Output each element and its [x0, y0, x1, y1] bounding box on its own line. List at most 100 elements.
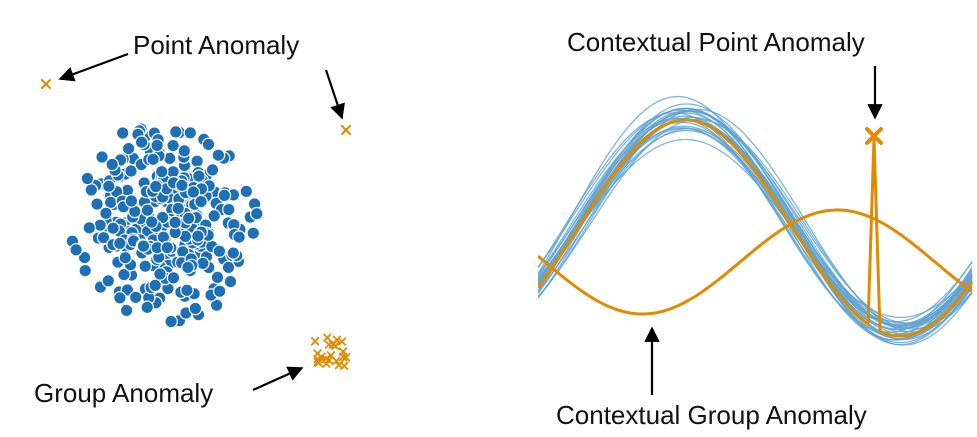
normal-point [183, 126, 198, 140]
normal-series-line [538, 112, 973, 344]
group-anomaly-x-icon [313, 357, 322, 367]
normal-point [169, 125, 183, 139]
normal-point [77, 250, 92, 265]
normal-point [82, 221, 97, 235]
normal-point [101, 273, 116, 288]
normal-point [121, 141, 136, 156]
normal-point [80, 171, 95, 186]
contextual-point-anomaly-label: Contextual Point Anomaly [567, 27, 865, 57]
point-anomaly-marker-left [41, 79, 51, 89]
normal-point [191, 229, 205, 243]
normal-point [166, 271, 181, 285]
normal-point [118, 250, 133, 265]
normal-point [212, 284, 227, 298]
group-anomaly-x-icon [324, 340, 334, 349]
contextual-point-anomaly-marker [865, 127, 883, 145]
normal-point [171, 201, 185, 216]
normal-point-cluster [65, 122, 264, 329]
normal-point [221, 260, 236, 275]
normal-point [146, 152, 160, 167]
normal-point [78, 263, 92, 278]
contextual-group-anomaly-label: Contextual Group Anomaly [556, 400, 867, 430]
normal-series-line [538, 110, 973, 329]
normal-series-line [538, 118, 973, 330]
point-anomaly-arrow-left [58, 52, 129, 82]
group-anomaly-label: Group Anomaly [34, 378, 213, 408]
right-panel: Contextual Point Anomaly Contextual Grou… [538, 27, 973, 430]
normal-point [177, 144, 192, 158]
normal-point [212, 244, 227, 258]
normal-point [128, 290, 143, 305]
normal-series-line [538, 103, 973, 340]
normal-point [84, 183, 99, 197]
normal-point [102, 179, 116, 193]
normal-point [69, 243, 83, 257]
point-anomaly-marker-right [341, 125, 351, 135]
normal-series-line [538, 109, 973, 323]
normal-point [246, 226, 261, 240]
normal-point [210, 270, 225, 285]
normal-point [140, 300, 154, 315]
normal-point [113, 291, 127, 305]
normal-point [138, 259, 152, 273]
normal-point [124, 194, 139, 208]
group-anomaly-x-icon [341, 353, 351, 362]
normal-point [249, 206, 264, 221]
group-anomaly-x-icon [310, 337, 320, 346]
normal-point [180, 283, 194, 298]
normal-point [153, 267, 167, 281]
normal-point [117, 267, 131, 282]
normal-point [232, 230, 246, 244]
normal-point [164, 314, 178, 329]
normal-point [217, 188, 232, 203]
normal-series-line [538, 119, 973, 333]
normal-series-line [538, 116, 973, 324]
normal-point [115, 126, 130, 140]
contextual-point-anomaly-curve [538, 118, 973, 338]
normal-point [148, 278, 162, 293]
group-anomaly-x-icon [321, 354, 331, 364]
normal-point [124, 164, 138, 178]
normal-series-line [538, 107, 973, 346]
normal-point [181, 260, 195, 275]
normal-point [154, 164, 169, 179]
normal-point [188, 301, 203, 316]
normal-point [192, 169, 206, 183]
group-anomaly-x-icon [340, 361, 349, 370]
group-anomaly-markers [310, 333, 351, 370]
normal-point [90, 197, 104, 211]
normal-series-line [538, 118, 973, 346]
normal-point [119, 303, 134, 318]
normal-point [150, 138, 164, 153]
normal-point [105, 157, 119, 172]
normal-point [196, 256, 210, 271]
normal-series-line [538, 108, 973, 333]
normal-series-line [538, 108, 973, 336]
normal-point [99, 206, 113, 221]
normal-point [205, 163, 220, 177]
normal-point [181, 211, 196, 226]
normal-point [95, 150, 109, 164]
normal-point [113, 236, 127, 251]
normal-point [190, 154, 204, 168]
normal-series-line [538, 110, 973, 328]
group-anomaly-x-icon [323, 333, 332, 342]
normal-point [209, 298, 224, 312]
point-anomaly-arrow-right [324, 69, 345, 120]
normal-point [166, 138, 180, 153]
group-anomaly-arrow [252, 366, 304, 392]
normal-point [207, 209, 221, 223]
normal-series-line [538, 107, 973, 326]
normal-series-line [538, 119, 973, 329]
group-anomaly-x-icon [337, 337, 347, 346]
normal-point [160, 240, 175, 255]
left-panel: Point Anomaly Group Anomaly [34, 30, 351, 408]
normal-series-line [538, 119, 973, 324]
group-anomaly-x-icon [313, 349, 322, 358]
normal-point [106, 221, 120, 235]
normal-point [168, 215, 182, 230]
normal-point [222, 202, 236, 217]
normal-point [140, 203, 155, 217]
normal-point [144, 215, 159, 229]
